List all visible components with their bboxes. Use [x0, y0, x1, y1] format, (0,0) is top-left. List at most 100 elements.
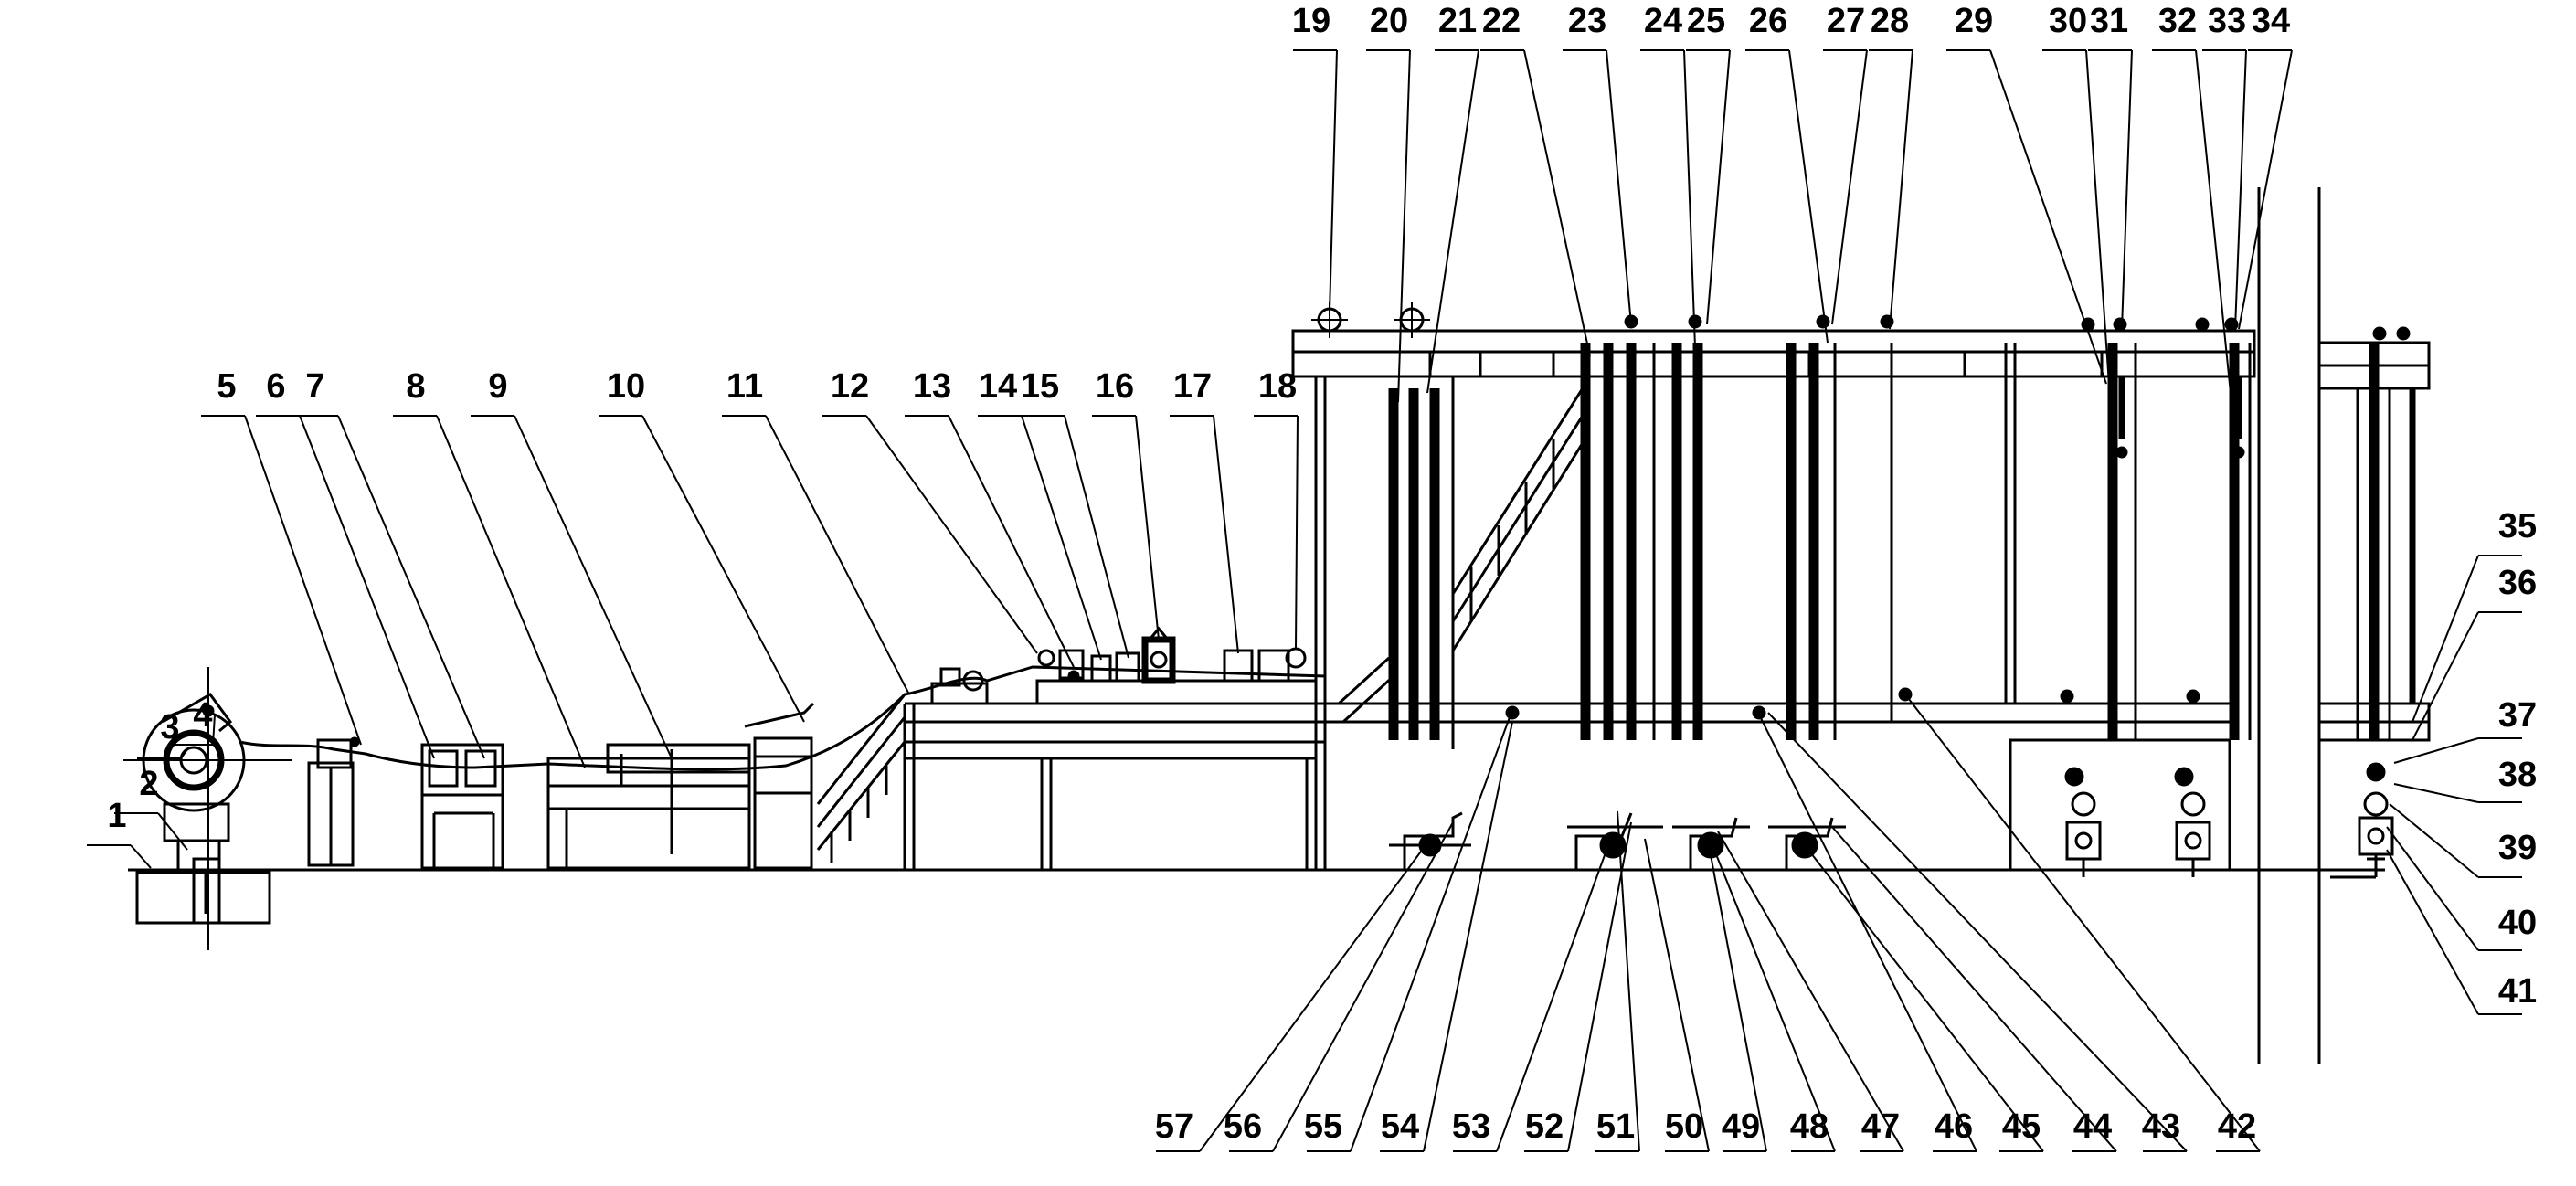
callout-label-54: 54: [1381, 1107, 1419, 1146]
callout-label-45: 45: [2002, 1107, 2041, 1146]
callout-label-31: 31: [2090, 2, 2128, 40]
callout-label-14: 14: [979, 367, 1017, 406]
leader-line-47: [1717, 831, 1904, 1152]
callout-label-17: 17: [1173, 367, 1212, 406]
callout-label-22: 22: [1482, 2, 1521, 40]
uncoiler-assembly: [123, 667, 292, 950]
callout-label-44: 44: [2073, 1107, 2112, 1146]
callout-label-29: 29: [1955, 2, 1993, 40]
callout-label-42: 42: [2218, 1107, 2256, 1146]
strip-path: [239, 665, 1326, 771]
exit-roll-stands: [2009, 738, 2231, 877]
leader-line-49: [1708, 844, 1767, 1152]
leader-line-3: [180, 748, 188, 759]
item-6-7-rolls: [420, 743, 504, 870]
callout-label-7: 7: [305, 367, 324, 406]
leader-line-41: [2386, 849, 2479, 1015]
callout-label-20: 20: [1370, 2, 1408, 40]
leader-line-40: [2386, 826, 2479, 951]
callout-label-51: 51: [1596, 1107, 1635, 1146]
callout-label-52: 52: [1525, 1107, 1564, 1146]
callout-label-6: 6: [266, 367, 285, 406]
item-5-stand: [307, 736, 360, 867]
callout-label-19: 19: [1292, 2, 1330, 40]
callout-label-27: 27: [1827, 2, 1865, 40]
callout-label-11: 11: [726, 367, 763, 406]
callout-label-32: 32: [2158, 2, 2197, 40]
leader-line-14: [1021, 415, 1102, 661]
callout-label-47: 47: [1861, 1107, 1900, 1146]
leader-line-27: [1831, 49, 1868, 325]
callout-label-21: 21: [1438, 2, 1477, 40]
callout-label-10: 10: [607, 367, 645, 406]
callout-label-28: 28: [1871, 2, 1909, 40]
callout-label-50: 50: [1665, 1107, 1703, 1146]
callout-label-41: 41: [2498, 972, 2537, 1011]
tower-frame: [1291, 329, 2256, 870]
callout-label-25: 25: [1687, 2, 1725, 40]
leader-lines: [87, 49, 2522, 1152]
callout-label-4: 4: [193, 696, 212, 735]
callout-label-30: 30: [2049, 2, 2087, 40]
callout-label-53: 53: [1452, 1107, 1490, 1146]
leader-line-13: [948, 415, 1075, 668]
leader-line-46: [1758, 714, 1977, 1152]
leader-line-52: [1567, 821, 1632, 1152]
callout-label-55: 55: [1304, 1107, 1342, 1146]
callout-label-38: 38: [2498, 756, 2537, 794]
leader-line-15: [1064, 415, 1129, 659]
leader-line-37: [2393, 737, 2479, 764]
callout-label-48: 48: [1790, 1107, 1829, 1146]
leader-line-26: [1788, 49, 1829, 344]
leader-line-20: [1397, 49, 1411, 403]
callout-label-26: 26: [1749, 2, 1787, 40]
leader-line-8: [436, 415, 586, 768]
callout-label-1: 1: [107, 797, 126, 835]
leader-line-33: [2234, 49, 2247, 330]
elevated-platform: [903, 702, 2230, 870]
callout-label-23: 23: [1568, 2, 1606, 40]
leader-line-19: [1329, 49, 1338, 313]
leader-line-17: [1213, 415, 1239, 654]
leader-line-44: [1831, 826, 2117, 1152]
callout-label-18: 18: [1258, 367, 1297, 406]
callout-label-37: 37: [2498, 696, 2537, 735]
leader-line-22: [1523, 49, 1591, 357]
leader-line-12: [865, 415, 1038, 654]
leader-line-28: [1889, 49, 1913, 330]
leader-line-55: [1350, 716, 1511, 1152]
callout-label-8: 8: [406, 367, 425, 406]
leader-line-6: [299, 415, 435, 759]
leader-line-2: [157, 812, 188, 851]
callout-label-39: 39: [2498, 829, 2537, 867]
leader-line-50: [1644, 838, 1710, 1152]
callout-label-36: 36: [2498, 564, 2537, 602]
callout-label-24: 24: [1644, 2, 1682, 40]
leader-line-54: [1423, 721, 1513, 1152]
leader-line-53: [1496, 844, 1609, 1152]
leader-line-18: [1295, 415, 1299, 650]
leader-line-31: [2121, 49, 2133, 330]
callout-label-57: 57: [1155, 1107, 1193, 1146]
callout-label-16: 16: [1096, 367, 1134, 406]
leader-line-38: [2393, 783, 2479, 803]
leader-line-1: [130, 844, 152, 869]
leader-line-57: [1199, 844, 1426, 1152]
leader-line-24: [1683, 49, 1696, 348]
callout-label-49: 49: [1722, 1107, 1760, 1146]
leader-line-36: [2412, 611, 2479, 741]
leader-line-7: [337, 415, 485, 759]
stair-left: [816, 694, 906, 863]
floor-line: [128, 868, 2385, 879]
leader-line-56: [1272, 821, 1454, 1152]
leader-line-9: [514, 415, 673, 759]
item-10-unit: [744, 702, 815, 870]
leader-line-35: [2412, 555, 2479, 723]
callout-label-9: 9: [488, 367, 507, 406]
leader-line-29: [1989, 49, 2107, 385]
leader-line-43: [1767, 712, 2188, 1152]
break-lines: [2257, 187, 2321, 1064]
leader-line-21: [1426, 49, 1479, 394]
